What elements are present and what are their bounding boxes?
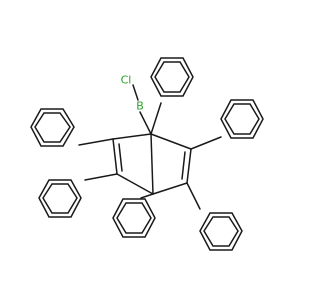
bond-core-double: [118, 143, 123, 172]
bond-skeleton: [78, 84, 222, 210]
bond-bridge: [150, 133, 154, 195]
molecule-structure: Cl B: [30, 57, 264, 251]
bond-core: [150, 133, 192, 150]
bond-boron-bridgehead: [139, 111, 152, 135]
phenyl-ring: [38, 179, 82, 218]
bond-phenyl-link: [190, 136, 222, 150]
bond-core: [116, 173, 154, 195]
bond-phenyl-link: [78, 138, 114, 146]
bond-core: [112, 133, 152, 140]
bond-boron-chlorine: [132, 84, 139, 101]
phenyl-ring: [150, 57, 194, 97]
bond-core: [186, 148, 192, 184]
bond-core-double: [181, 151, 186, 180]
bond-phenyl-link: [140, 193, 154, 199]
bond-phenyl-link: [150, 102, 162, 135]
bond-core: [152, 182, 188, 195]
boron-atom-label: B: [136, 100, 144, 113]
phenyl-ring: [30, 108, 75, 147]
phenyl-ring: [220, 99, 264, 139]
bond-phenyl-link: [84, 173, 118, 181]
bond-core: [112, 138, 118, 175]
phenyl-ring: [199, 212, 243, 251]
chlorine-atom-label: Cl: [121, 74, 132, 87]
bond-phenyl-link: [186, 182, 201, 210]
phenyl-ring: [112, 198, 156, 238]
